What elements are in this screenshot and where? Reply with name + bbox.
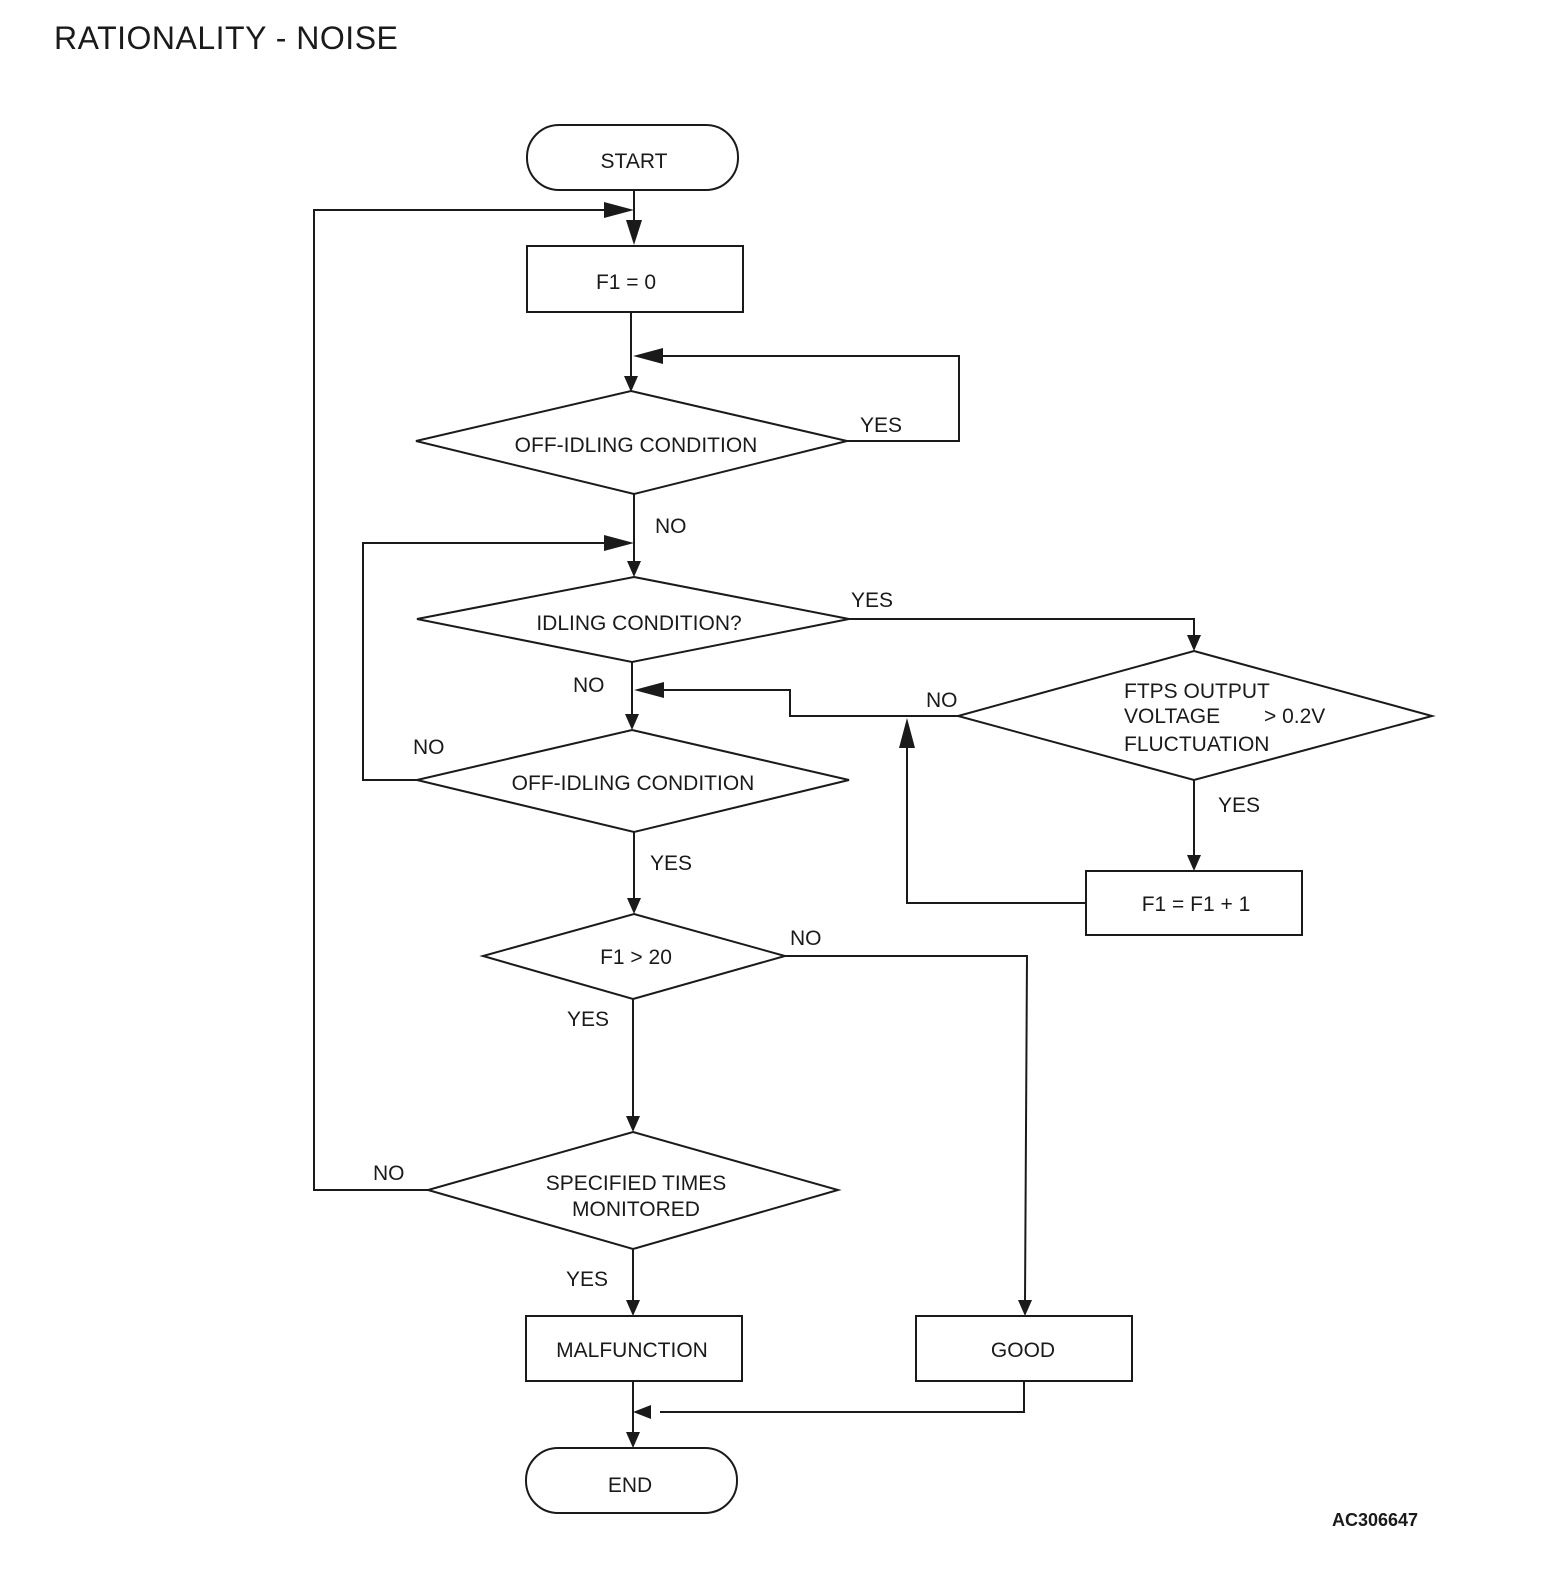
node-f1-reset-label: F1 = 0: [596, 271, 656, 294]
arrowhead: [634, 682, 664, 698]
label-offidle1-yes: YES: [860, 414, 902, 437]
label-ftps-no: NO: [926, 689, 958, 712]
edge-offidle1-yes-loop: [660, 355, 960, 442]
page-title: RATIONALITY - NOISE: [54, 20, 399, 56]
arrowhead: [604, 535, 634, 551]
node-off-idling-2: OFF-IDLING CONDITION: [416, 728, 850, 834]
arrowhead: [899, 718, 915, 748]
node-f1-increment: F1 = F1 + 1: [1085, 870, 1303, 936]
arrowhead: [626, 1300, 640, 1316]
connectors: [313, 190, 1201, 1448]
label-offidle1-no: NO: [655, 515, 687, 538]
node-off-idling-2-label: OFF-IDLING CONDITION: [512, 772, 755, 795]
node-specified: SPECIFIED TIMES MONITORED: [424, 1130, 842, 1251]
node-idling: IDLING CONDITION?: [416, 575, 850, 664]
arrowhead: [604, 202, 634, 218]
edge-good-to-end: [660, 1381, 1025, 1413]
node-start-label: START: [601, 150, 668, 173]
node-f1-increment-label: F1 = F1 + 1: [1142, 893, 1251, 916]
node-off-idling-1-label: OFF-IDLING CONDITION: [515, 434, 758, 457]
arrowhead: [1187, 635, 1201, 651]
label-ftps-yes: YES: [1218, 794, 1260, 817]
arrowhead: [1187, 855, 1201, 871]
node-start: START: [526, 124, 739, 191]
arrowhead: [633, 1405, 651, 1419]
node-good: GOOD: [915, 1315, 1133, 1382]
node-malfunction-label: MALFUNCTION: [556, 1339, 708, 1362]
node-specified-line2: MONITORED: [572, 1198, 700, 1221]
label-specified-yes: YES: [566, 1268, 608, 1291]
arrowhead: [1018, 1300, 1032, 1316]
node-idling-label: IDLING CONDITION?: [536, 612, 741, 635]
edge-increment-loop: [906, 748, 1086, 904]
label-f1check-no: NO: [790, 927, 822, 950]
edge-offidle2-no-loop: [362, 542, 605, 781]
node-malfunction: MALFUNCTION: [525, 1315, 743, 1382]
label-idling-no: NO: [573, 674, 605, 697]
node-f1-check-label: F1 > 20: [600, 946, 672, 969]
label-offidle2-no: NO: [413, 736, 445, 759]
edge-ftps-no: [662, 689, 958, 717]
label-offidle2-yes: YES: [650, 852, 692, 875]
arrowhead: [627, 898, 641, 914]
arrowhead: [626, 1432, 640, 1448]
node-ftps-line2b: > 0.2V: [1264, 705, 1325, 728]
arrowhead: [624, 376, 638, 392]
arrowhead: [625, 714, 639, 730]
node-ftps-line1: FTPS OUTPUT: [1124, 680, 1270, 703]
arrowhead: [626, 220, 642, 245]
figure-id: AC306647: [1332, 1510, 1418, 1530]
edge-f1check-no: [785, 955, 1029, 1303]
edge-labels: YES NO YES NO NO NO YES YES NO YES NO YE…: [373, 414, 1260, 1291]
label-idling-yes: YES: [851, 589, 893, 612]
edge-idling-yes: [849, 618, 1195, 637]
arrowhead: [633, 348, 663, 364]
label-specified-no: NO: [373, 1162, 405, 1185]
node-f1-check: F1 > 20: [479, 912, 789, 1001]
node-specified-line1: SPECIFIED TIMES: [546, 1172, 726, 1195]
node-good-label: GOOD: [991, 1339, 1055, 1362]
label-f1check-yes: YES: [567, 1008, 609, 1031]
arrowhead: [626, 1116, 640, 1132]
node-end: END: [525, 1447, 738, 1514]
node-ftps-line3: FLUCTUATION: [1124, 733, 1269, 756]
arrowhead: [627, 561, 641, 577]
node-off-idling-1: OFF-IDLING CONDITION: [415, 389, 848, 496]
node-ftps: FTPS OUTPUT VOLTAGE > 0.2V FLUCTUATION: [954, 649, 1436, 782]
node-ftps-line2: VOLTAGE: [1124, 705, 1220, 728]
node-f1-reset: F1 = 0: [526, 245, 744, 313]
edge-specified-no-loop: [313, 209, 612, 1191]
node-end-label: END: [608, 1474, 652, 1497]
